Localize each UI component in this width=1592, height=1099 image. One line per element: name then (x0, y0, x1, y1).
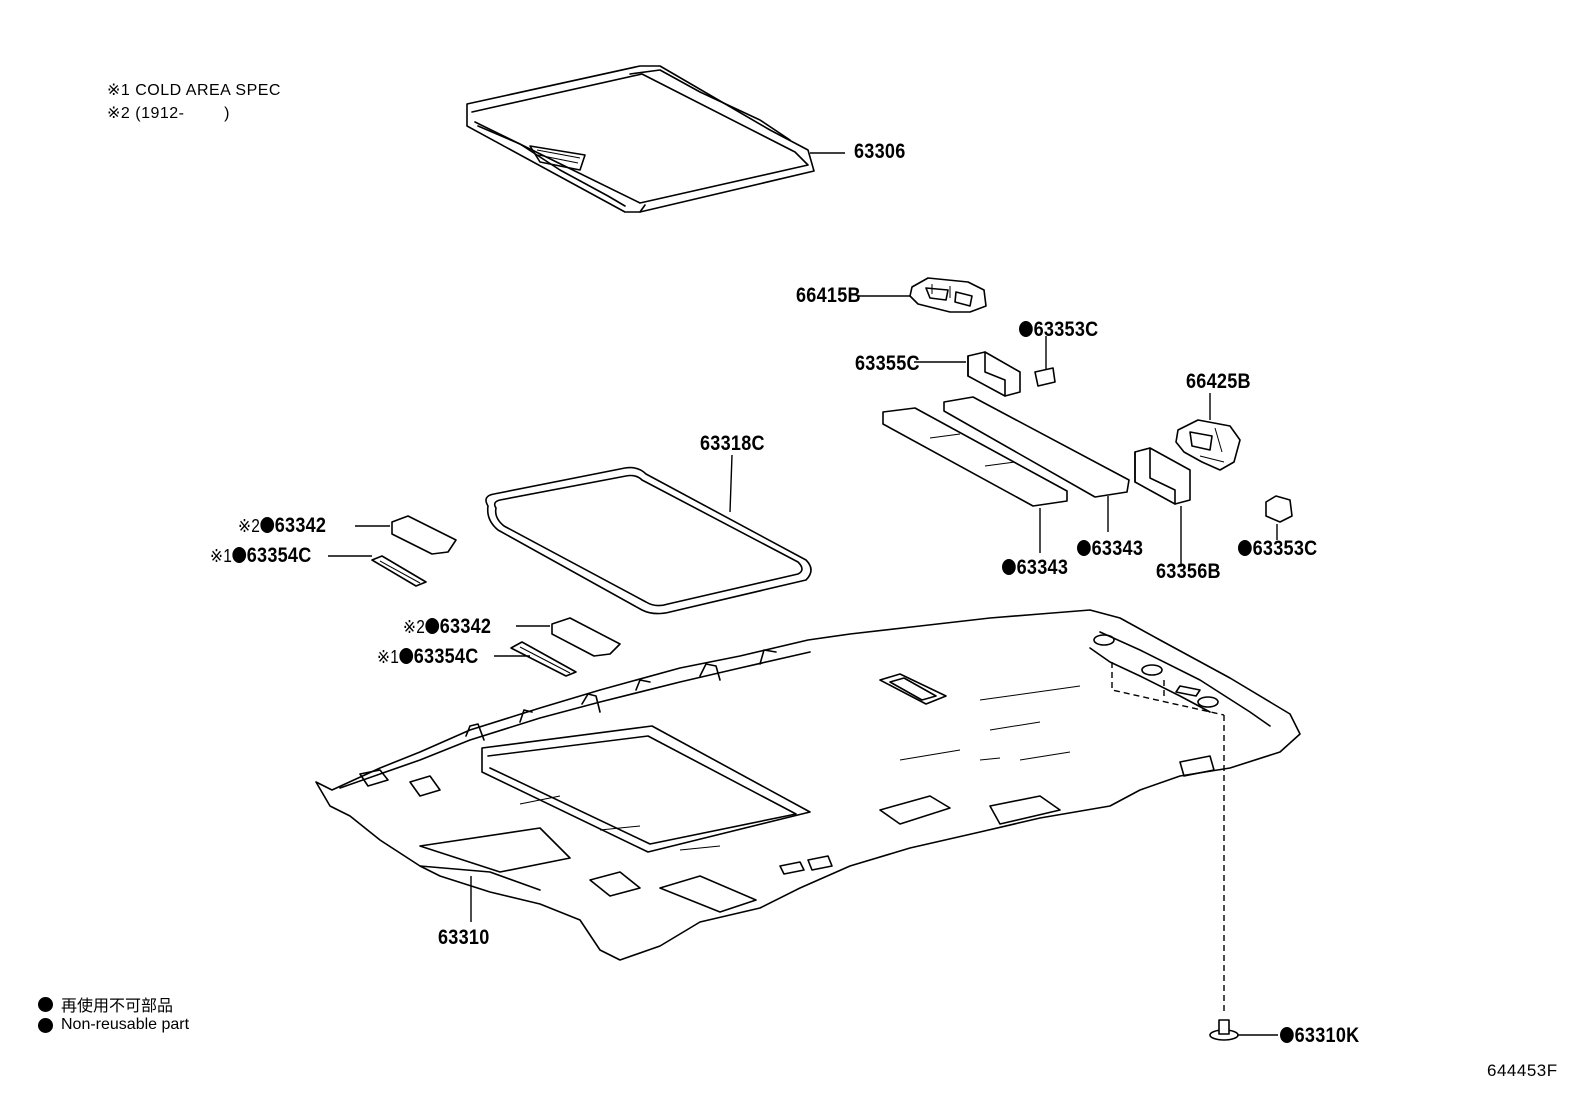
spec-mark: ※2 (238, 516, 261, 536)
non-reusable-dot-icon (232, 547, 246, 563)
spec-mark: ※1 (210, 546, 233, 566)
part-number: 63342 (439, 615, 492, 638)
label-66415B[interactable]: 66415B (796, 284, 861, 308)
pad-63342-b[interactable] (551, 617, 621, 657)
part-number: 63354C (246, 544, 312, 567)
part-number: 63343 (1091, 537, 1144, 560)
insulator-panel-63343-b[interactable] (943, 396, 1130, 498)
label-63353C-top[interactable]: 63353C (1019, 318, 1098, 342)
non-reusable-dot-icon (399, 648, 413, 664)
part-number: 63306 (854, 140, 906, 163)
sunshade-63306[interactable] (466, 65, 815, 213)
block-63356B[interactable] (1134, 447, 1191, 505)
label-63310K[interactable]: 63310K (1280, 1024, 1359, 1048)
label-63342-b[interactable]: ※2 63342 (403, 615, 491, 639)
part-number: 66415B (796, 284, 861, 307)
label-63310[interactable]: 63310 (438, 926, 490, 950)
label-63343-a[interactable]: 63343 (1002, 556, 1068, 580)
non-reusable-dot-icon (1238, 540, 1252, 556)
label-63353C-bottom[interactable]: 63353C (1238, 537, 1317, 561)
weatherstrip-63318C[interactable] (485, 466, 812, 615)
part-number: 63342 (274, 514, 327, 537)
legend-en-text: Non-reusable part (61, 1016, 190, 1033)
spec-mark: ※2 (403, 617, 426, 637)
label-63343-b[interactable]: 63343 (1077, 537, 1143, 561)
diagram-code: 644453F (1487, 1061, 1558, 1080)
label-63356B[interactable]: 63356B (1156, 560, 1221, 584)
non-reusable-dot-icon (1002, 559, 1016, 575)
part-number: 63353C (1033, 318, 1099, 341)
strip-63354C-a[interactable] (371, 555, 427, 587)
bracket-66425B[interactable] (1175, 419, 1241, 471)
label-63342-a[interactable]: ※2 63342 (238, 514, 326, 538)
label-63355C[interactable]: 63355C (855, 352, 920, 376)
non-reusable-dot-icon (38, 1017, 53, 1033)
non-reusable-dot-icon (1019, 321, 1033, 337)
pad-63353C-bottom[interactable] (1265, 495, 1293, 523)
part-number: 63310 (438, 926, 490, 949)
block-63355C[interactable] (967, 351, 1021, 397)
legend-en: Non-reusable part (38, 1016, 189, 1034)
non-reusable-dot-icon (1280, 1027, 1294, 1043)
part-number: 63355C (855, 352, 920, 375)
label-63318C[interactable]: 63318C (700, 432, 765, 456)
pad-63342-a[interactable] (391, 515, 457, 555)
part-number: 63310K (1294, 1024, 1360, 1047)
non-reusable-dot-icon (1077, 540, 1091, 556)
pad-63353C-top[interactable] (1034, 367, 1056, 387)
spec-mark: ※1 (377, 647, 400, 667)
part-number: 63354C (413, 645, 479, 668)
label-63306[interactable]: 63306 (854, 140, 906, 164)
non-reusable-dot-icon (425, 618, 439, 634)
clip-63310K[interactable] (1209, 1019, 1239, 1041)
part-number: 63343 (1016, 556, 1069, 579)
part-number: 63356B (1156, 560, 1221, 583)
label-66425B[interactable]: 66425B (1186, 370, 1251, 394)
headliner-63310[interactable] (315, 609, 1301, 961)
label-63354C-b[interactable]: ※1 63354C (377, 645, 479, 669)
non-reusable-dot-icon (38, 996, 53, 1012)
strip-63354C-b[interactable] (510, 641, 577, 677)
insulator-panel-63343-a[interactable] (882, 407, 1068, 507)
note-date-range: ※2 (1912- ) (107, 105, 230, 122)
bracket-66415B[interactable] (909, 277, 987, 313)
legend-jp: 再使用不可部品 (38, 992, 173, 1016)
legend-jp-text: 再使用不可部品 (61, 998, 174, 1015)
label-63354C-a[interactable]: ※1 63354C (210, 544, 312, 568)
non-reusable-dot-icon (260, 517, 274, 533)
part-number: 63318C (700, 432, 765, 455)
part-number: 66425B (1186, 370, 1251, 393)
part-number: 63353C (1252, 537, 1318, 560)
note-cold-area-spec: ※1 COLD AREA SPEC (107, 82, 281, 99)
